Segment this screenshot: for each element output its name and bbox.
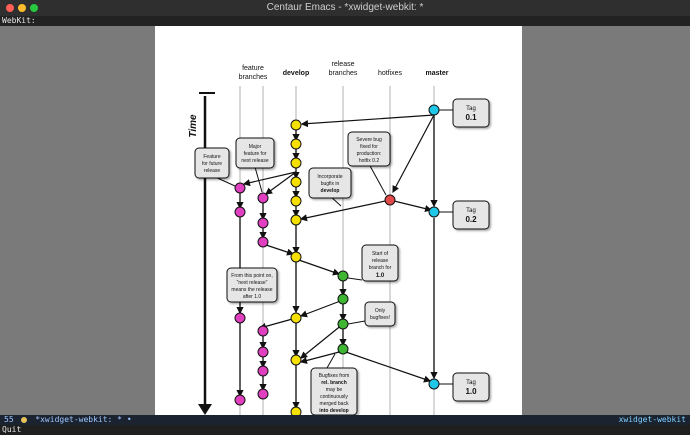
svg-text:Bugfixes from: Bugfixes from bbox=[319, 373, 350, 379]
svg-text:1.0: 1.0 bbox=[376, 273, 385, 279]
tag-0-2: Tag 0.2 bbox=[439, 200, 490, 230]
line-number: 55 bbox=[4, 415, 14, 424]
svg-text:release: release bbox=[372, 258, 389, 264]
time-label: Time bbox=[188, 114, 199, 138]
webkit-viewport[interactable]: feature branches develop release branche… bbox=[0, 26, 690, 415]
svg-text:Severe bug: Severe bug bbox=[356, 137, 382, 143]
note-incorporate-bugfix: Incorporate bugfix in develop bbox=[308, 167, 352, 207]
buffer-name[interactable]: *xwidget-webkit: * bbox=[35, 415, 122, 424]
svg-text:for future: for future bbox=[202, 161, 222, 167]
note-feature-future: Feature for future release bbox=[194, 147, 236, 187]
column-feature-line1: feature bbox=[242, 65, 264, 72]
time-axis: Time bbox=[188, 92, 215, 415]
svg-text:Start of: Start of bbox=[372, 251, 389, 257]
svg-text:means the release: means the release bbox=[231, 287, 272, 293]
header-line: WebKit: bbox=[0, 16, 690, 26]
modified-indicator: • bbox=[126, 415, 132, 424]
svg-text:release: release bbox=[204, 168, 221, 174]
zoom-window-button[interactable] bbox=[30, 4, 38, 12]
git-flow-diagram: feature branches develop release branche… bbox=[188, 61, 490, 415]
title-bar: Centaur Emacs - *xwidget-webkit: * bbox=[0, 0, 690, 17]
column-release-line2: branches bbox=[329, 70, 358, 77]
note-major-feature: Major feature for next release bbox=[235, 137, 275, 193]
svg-text:bugfixes!: bugfixes! bbox=[370, 315, 390, 321]
svg-text:Major: Major bbox=[249, 144, 262, 150]
minimize-window-button[interactable] bbox=[18, 4, 26, 12]
svg-text:continuously: continuously bbox=[320, 394, 348, 400]
svg-text:0.2: 0.2 bbox=[465, 215, 477, 224]
svg-text:production:: production: bbox=[357, 151, 382, 157]
svg-text:into develop: into develop bbox=[319, 408, 348, 414]
svg-text:bugfix in: bugfix in bbox=[321, 181, 340, 187]
mode-line: 55 *xwidget-webkit: * • xwidget-webkit bbox=[0, 415, 690, 425]
svg-text:From this point on,: From this point on, bbox=[231, 273, 272, 279]
svg-text:feature for: feature for bbox=[244, 151, 267, 157]
mode-line-left: 55 *xwidget-webkit: * • bbox=[4, 415, 132, 425]
column-release-line1: release bbox=[332, 61, 355, 68]
web-page[interactable]: feature branches develop release branche… bbox=[155, 26, 522, 415]
svg-text:Tag: Tag bbox=[466, 208, 476, 214]
svg-text:fixed for: fixed for bbox=[360, 144, 378, 150]
tag-0-1: Tag 0.1 bbox=[439, 98, 490, 128]
note-bugfixes-merged: Bugfixes from rel. branch may be continu… bbox=[310, 353, 358, 415]
close-window-button[interactable] bbox=[6, 4, 14, 12]
minibuffer[interactable]: Quit bbox=[0, 425, 690, 435]
svg-text:1.0: 1.0 bbox=[465, 387, 477, 396]
svg-text:0.1: 0.1 bbox=[465, 113, 477, 122]
column-master: master bbox=[426, 70, 449, 77]
column-hotfixes: hotfixes bbox=[378, 70, 403, 77]
svg-text:Tag: Tag bbox=[466, 380, 476, 386]
commit-edges bbox=[236, 114, 438, 410]
svg-text:rel. branch: rel. branch bbox=[321, 380, 347, 386]
note-only-bugfixes: Only bugfixes! bbox=[347, 301, 396, 327]
svg-text:next release: next release bbox=[241, 158, 268, 164]
svg-text:may be: may be bbox=[326, 387, 343, 393]
svg-text:merged back: merged back bbox=[320, 401, 349, 407]
column-develop: develop bbox=[283, 70, 309, 77]
svg-text:Tag: Tag bbox=[466, 106, 476, 112]
svg-text:develop: develop bbox=[321, 188, 340, 194]
note-start-release: Start of release branch for 1.0 bbox=[347, 244, 399, 282]
commit-nodes bbox=[234, 104, 440, 415]
svg-text:branch for: branch for bbox=[369, 265, 392, 271]
lane-lines bbox=[239, 86, 435, 415]
major-mode[interactable]: xwidget-webkit bbox=[618, 415, 686, 424]
column-feature-line2: branches bbox=[239, 74, 268, 81]
lock-icon bbox=[21, 416, 28, 423]
svg-text:after 1.0: after 1.0 bbox=[243, 294, 262, 300]
svg-text:"next release": "next release" bbox=[237, 280, 268, 286]
svg-text:hotfix 0.2: hotfix 0.2 bbox=[359, 158, 380, 164]
note-from-this-point: From this point on, "next release" means… bbox=[226, 267, 278, 303]
svg-text:Feature: Feature bbox=[203, 154, 220, 160]
svg-text:Only: Only bbox=[375, 308, 386, 314]
window-title: Centaur Emacs - *xwidget-webkit: * bbox=[266, 2, 424, 13]
svg-text:Incorporate: Incorporate bbox=[317, 174, 343, 180]
note-severe-bug: Severe bug fixed for production: hotfix … bbox=[347, 131, 391, 196]
tag-1-0: Tag 1.0 bbox=[439, 372, 490, 402]
